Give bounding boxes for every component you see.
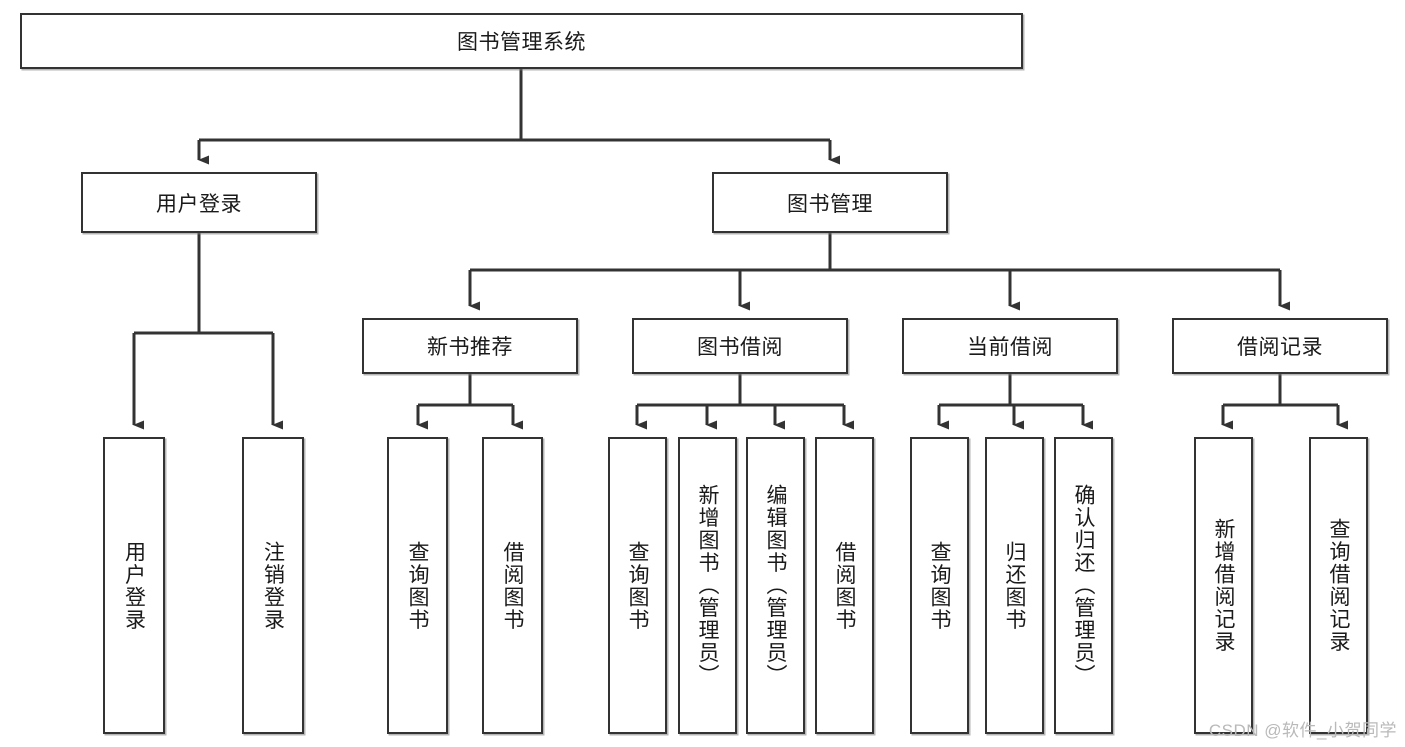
- leaf-borrow-book[interactable]: 借阅图书: [815, 437, 874, 734]
- node-user-login-label: 用户登录: [156, 192, 242, 216]
- leaf-add-borrow-record-label: 新增借阅记录: [1212, 518, 1235, 653]
- node-book-borrow[interactable]: 图书借阅: [632, 318, 848, 374]
- leaf-return-book[interactable]: 归还图书: [985, 437, 1044, 734]
- leaf-return-book-label: 归还图书: [1003, 540, 1026, 631]
- leaf-add-book[interactable]: 新增图书（管理员）: [678, 437, 737, 734]
- leaf-query-borrow-record-label: 查询借阅记录: [1327, 518, 1350, 653]
- node-current-borrow[interactable]: 当前借阅: [902, 318, 1118, 374]
- node-book-manage[interactable]: 图书管理: [712, 172, 948, 233]
- node-book-manage-label: 图书管理: [787, 192, 873, 216]
- leaf-borrow-book-rec[interactable]: 借阅图书: [482, 437, 543, 734]
- node-new-book-recommend-label: 新书推荐: [427, 336, 513, 359]
- leaf-user-login[interactable]: 用户登录: [103, 437, 165, 734]
- leaf-logout-label: 注销登录: [261, 540, 285, 631]
- leaf-edit-book[interactable]: 编辑图书（管理员）: [746, 437, 805, 734]
- node-new-book-recommend[interactable]: 新书推荐: [362, 318, 578, 374]
- leaf-query-book-rec[interactable]: 查询图书: [387, 437, 448, 734]
- leaf-query-book-rec-label: 查询图书: [406, 540, 429, 631]
- leaf-add-book-label: 新增图书（管理员）: [696, 484, 719, 687]
- node-root-label: 图书管理系统: [457, 31, 586, 54]
- leaf-confirm-return[interactable]: 确认归还（管理员）: [1054, 437, 1113, 734]
- leaf-add-borrow-record[interactable]: 新增借阅记录: [1194, 437, 1253, 734]
- leaf-borrow-book-label: 借阅图书: [833, 540, 856, 631]
- node-borrow-record-label: 借阅记录: [1237, 336, 1323, 359]
- leaf-query-book-borrow-label: 查询图书: [626, 540, 649, 631]
- csdn-watermark: CSDN @软件_小贺同学: [1208, 721, 1397, 740]
- node-root[interactable]: 图书管理系统: [20, 13, 1023, 69]
- node-book-borrow-label: 图书借阅: [697, 336, 783, 359]
- node-current-borrow-label: 当前借阅: [967, 336, 1053, 359]
- leaf-query-book-borrow[interactable]: 查询图书: [608, 437, 667, 734]
- leaf-confirm-return-label: 确认归还（管理员）: [1072, 484, 1095, 687]
- node-borrow-record[interactable]: 借阅记录: [1172, 318, 1388, 374]
- leaf-user-login-label: 用户登录: [122, 540, 146, 631]
- leaf-query-book-current[interactable]: 查询图书: [910, 437, 969, 734]
- leaf-edit-book-label: 编辑图书（管理员）: [764, 484, 787, 687]
- leaf-logout[interactable]: 注销登录: [242, 437, 304, 734]
- leaf-query-borrow-record[interactable]: 查询借阅记录: [1309, 437, 1368, 734]
- leaf-query-book-current-label: 查询图书: [928, 540, 951, 631]
- node-user-login[interactable]: 用户登录: [81, 172, 317, 233]
- leaf-borrow-book-rec-label: 借阅图书: [501, 540, 524, 631]
